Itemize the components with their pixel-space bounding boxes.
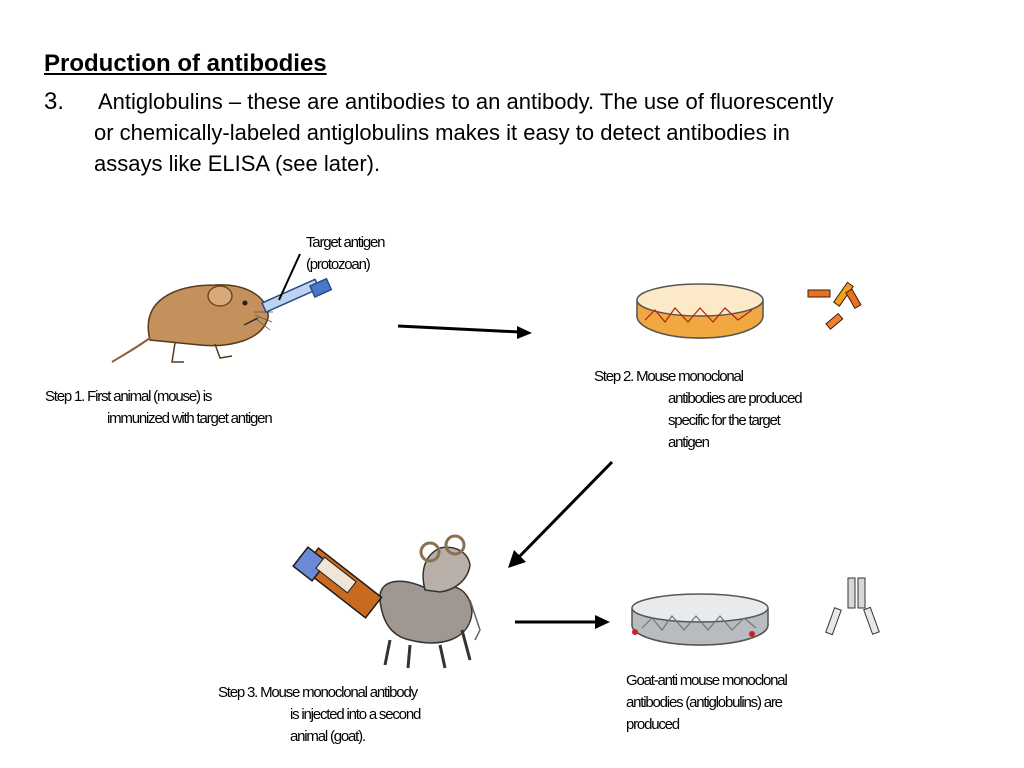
step3-line-3: animal (goat). [290, 728, 366, 745]
paragraph-line-3: assays like ELISA (see later). [94, 151, 381, 176]
target-antigen-label: Target antigen (protozoan) [306, 232, 385, 276]
step4-caption: Goat-anti mouse monoclonal antibodies (a… [626, 670, 788, 736]
arrow-icon [397, 324, 532, 339]
antibody-icon [807, 281, 862, 330]
step3-line-2: is injected into a second [290, 706, 421, 723]
step2-line-4: antigen [668, 434, 710, 451]
step4-line-2: antibodies (antiglobulins) are [626, 694, 783, 711]
step3-line-1: Step 3. Mouse monoclonal antibody [218, 684, 418, 701]
paragraph-line-1: Antiglobulins – these are antibodies to … [98, 89, 834, 114]
step4-line-1: Goat-anti mouse monoclonal [626, 672, 788, 689]
petri-dish-icon [636, 283, 764, 339]
step2-caption: Step 2. Mouse monoclonal antibodies are … [594, 366, 803, 454]
arrow-icon [508, 460, 614, 568]
step2-line-3: specific for the target [668, 412, 781, 429]
step1-line-2: immunized with target antigen [107, 410, 273, 427]
step3-caption: Step 3. Mouse monoclonal antibody is inj… [218, 682, 421, 748]
paragraph-line-2: or chemically-labeled antiglobulins make… [94, 120, 790, 145]
item-number: 3. [44, 88, 65, 115]
pointer-line [278, 253, 301, 301]
syringe-icon [292, 546, 383, 619]
step2-line-2: antibodies are produced [668, 390, 803, 407]
syringe-icon [243, 277, 333, 326]
target-label-line-2: (protozoan) [306, 256, 371, 273]
mouse-icon [111, 284, 273, 363]
antibody-icon [825, 577, 880, 636]
step2-line-1: Step 2. Mouse monoclonal [594, 368, 744, 385]
step1-caption: Step 1. First animal (mouse) is immunize… [45, 386, 273, 430]
petri-dish-icon [631, 593, 769, 646]
page-title: Production of antibodies [44, 50, 327, 77]
step1-line-1: Step 1. First animal (mouse) is [45, 388, 212, 405]
step4-line-3: produced [626, 716, 680, 733]
goat-icon [379, 534, 481, 669]
target-label-line-1: Target antigen [306, 234, 385, 251]
arrow-icon [515, 615, 610, 629]
